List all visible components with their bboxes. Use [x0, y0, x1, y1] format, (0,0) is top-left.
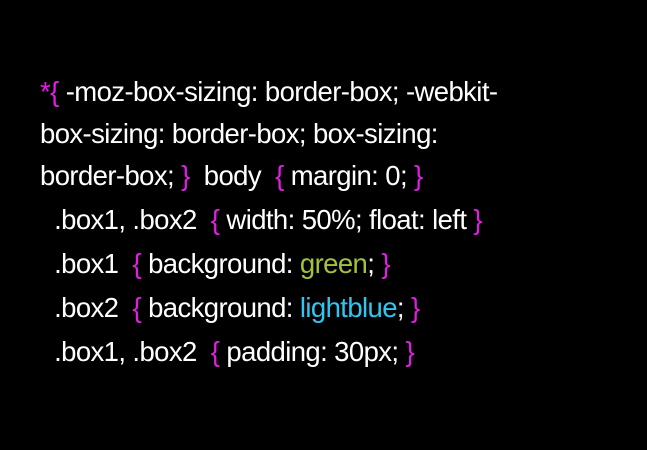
code-line-1: *{ -moz-box-sizing: border-box; -webkit- — [40, 76, 498, 107]
universal-selector: *{ — [40, 76, 59, 107]
brace: } — [181, 160, 190, 191]
code-text: width: 50%; float: left — [219, 204, 474, 235]
brace: } — [414, 160, 423, 191]
code-text: margin: 0; — [283, 160, 415, 191]
code-text: border-box; — [40, 160, 182, 191]
code-line-5: .box1 { background: green; } — [40, 250, 390, 278]
code-text: background: — [141, 292, 300, 323]
value-lightblue: lightblue — [299, 292, 398, 323]
code-text: ; — [396, 292, 412, 323]
code-text: box-sizing: border-box; box-sizing: — [40, 118, 438, 149]
brace: } — [381, 248, 390, 279]
code-line-7: .box1, .box2 { padding: 30px; } — [40, 336, 415, 367]
brace: } — [473, 204, 483, 235]
brace: } — [411, 292, 420, 323]
code-text: ; — [367, 248, 382, 279]
brace: { — [132, 292, 142, 323]
code-text: padding: 30px; — [219, 336, 406, 367]
code-line-2: box-sizing: border-box; box-sizing: — [40, 120, 438, 148]
code-line-3: border-box; } body { margin: 0; } — [40, 162, 423, 190]
selector: .box1, .box2 — [40, 336, 211, 367]
brace: { — [210, 204, 220, 235]
brace: { — [132, 248, 142, 279]
selector: .box2 — [40, 292, 133, 323]
code-line-6: .box2 { background: lightblue; } — [40, 294, 420, 322]
selector: .box1, .box2 — [40, 204, 211, 235]
code-text: background: — [141, 248, 300, 279]
code-line-4: .box1, .box2 { width: 50%; float: left } — [40, 204, 483, 235]
brace: { — [275, 160, 284, 191]
brace: } — [405, 336, 415, 367]
code-text: -moz-box-sizing: border-box; -webkit- — [58, 76, 498, 107]
value-green: green — [299, 248, 368, 279]
brace: { — [210, 336, 220, 367]
selector: .box1 — [40, 248, 133, 279]
selector: body — [189, 160, 276, 191]
